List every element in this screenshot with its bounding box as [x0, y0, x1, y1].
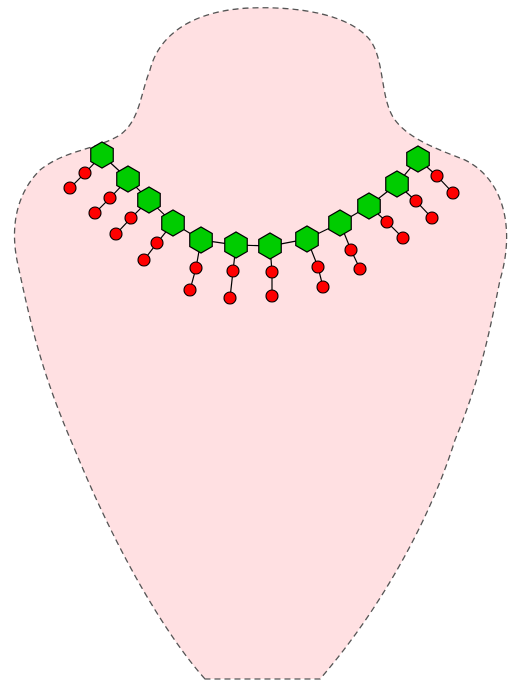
circle-bead: [104, 192, 116, 204]
circle-bead: [354, 263, 366, 275]
circle-bead: [381, 216, 393, 228]
circle-bead: [266, 266, 278, 278]
hexagon-bead: [162, 210, 185, 236]
circle-bead: [431, 170, 443, 182]
circle-bead: [312, 261, 324, 273]
hexagon-bead: [296, 226, 319, 252]
circle-bead: [317, 281, 329, 293]
circle-bead: [138, 254, 150, 266]
circle-bead: [426, 212, 438, 224]
hexagon-bead: [117, 166, 140, 192]
circle-bead: [397, 232, 409, 244]
circle-bead: [266, 290, 278, 302]
circle-bead: [410, 195, 422, 207]
circle-bead: [151, 237, 163, 249]
circle-bead: [447, 187, 459, 199]
circle-bead: [224, 292, 236, 304]
hexagon-bead: [329, 210, 352, 236]
hexagon-bead: [386, 171, 409, 197]
hexagon-bead: [358, 193, 381, 219]
hexagon-bead: [259, 233, 282, 259]
circle-bead: [89, 207, 101, 219]
circle-bead: [190, 262, 202, 274]
circle-bead: [184, 284, 196, 296]
circle-bead: [227, 265, 239, 277]
hexagon-bead: [407, 146, 430, 172]
circle-bead: [79, 167, 91, 179]
hexagon-bead: [91, 142, 114, 168]
circle-bead: [110, 228, 122, 240]
circle-bead: [64, 182, 76, 194]
circle-bead: [345, 244, 357, 256]
hexagon-bead: [190, 227, 213, 253]
bust-silhouette: [14, 8, 506, 679]
hexagon-bead: [225, 232, 248, 258]
circle-bead: [125, 212, 137, 224]
hexagon-bead: [138, 187, 161, 213]
